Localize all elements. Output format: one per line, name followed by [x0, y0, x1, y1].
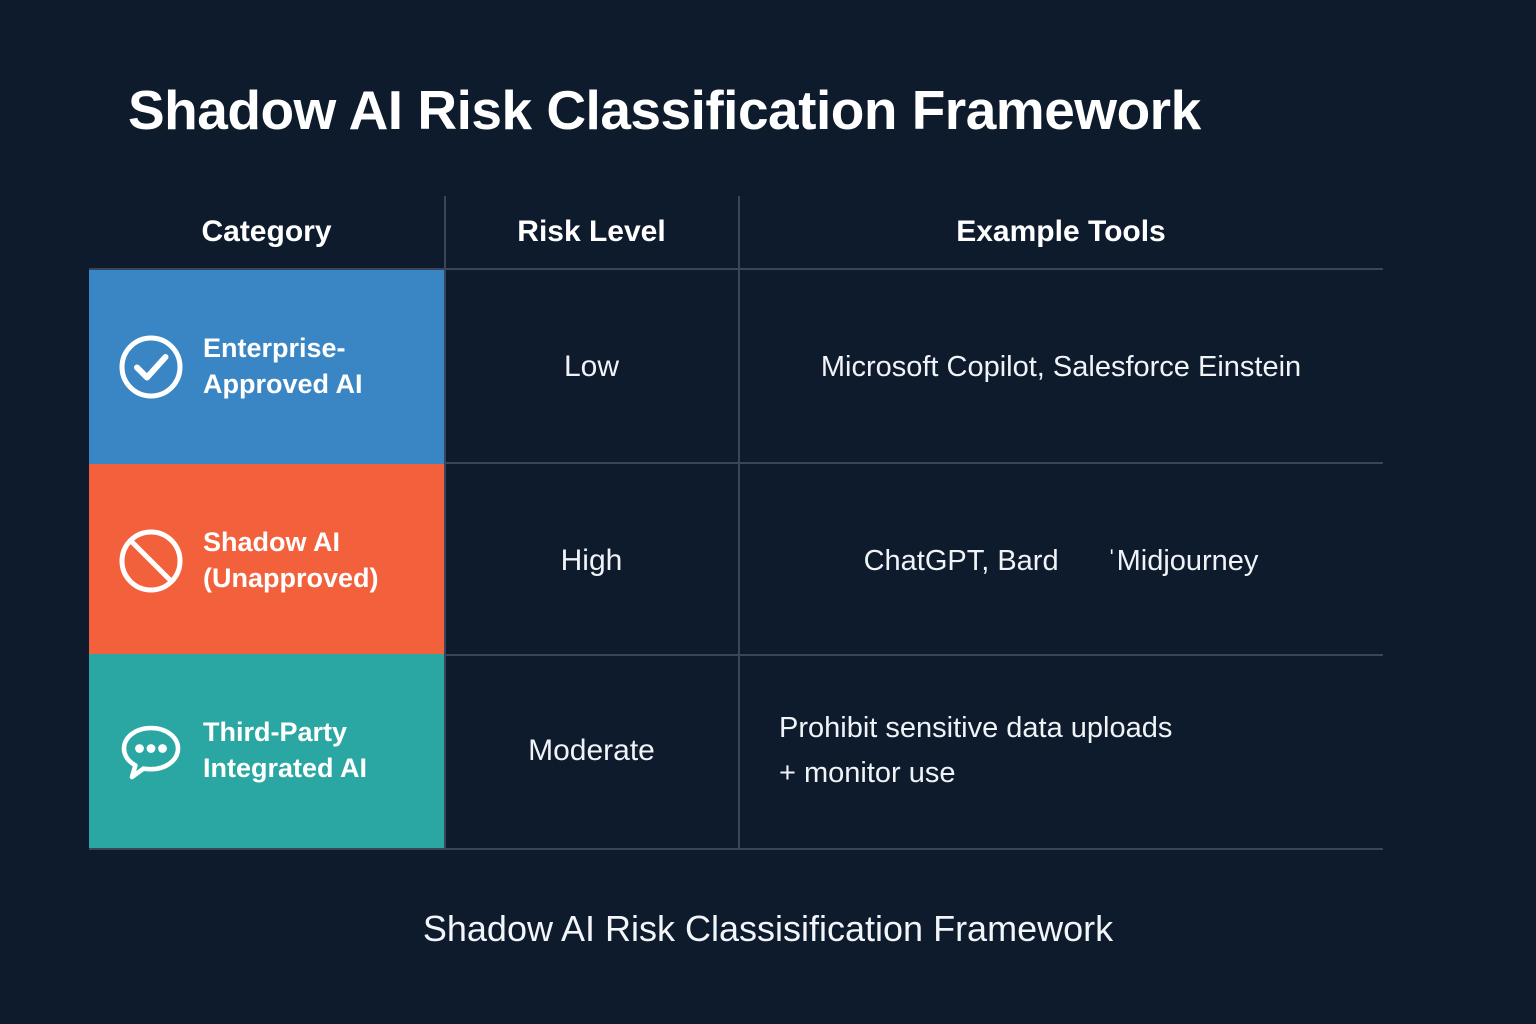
check-circle-icon: [117, 333, 185, 401]
column-divider-2: [738, 196, 740, 849]
example-tools-cell: Microsoft Copilot, Salesforce Einstein: [739, 270, 1383, 464]
example-tools-line: + monitor use: [779, 757, 956, 789]
category-label: Shadow AI (Unapproved): [203, 527, 379, 593]
risk-classification-table: Category Risk Level Example Tools Enterp…: [89, 196, 1383, 850]
row-divider-3: [89, 848, 1383, 850]
category-cell-enterprise-approved: Enterprise- Approved AI: [89, 270, 444, 464]
example-tools-line: ChatGPT, Bard ˈMidjourney: [863, 544, 1259, 577]
category-cell-shadow-ai: Shadow AI (Unapproved): [89, 464, 444, 658]
chat-bubble-dots-icon: [117, 717, 185, 785]
column-header-risk-level: Risk Level: [517, 215, 666, 248]
column-header-example-tools: Example Tools: [956, 215, 1166, 248]
table-row: Third-Party Integrated AI Moderate Prohi…: [89, 654, 1383, 848]
prohibition-icon: [117, 527, 185, 595]
example-tools-cell: ChatGPT, Bard ˈMidjourney: [739, 464, 1383, 658]
column-divider-1: [444, 196, 446, 849]
category-label: Third-Party Integrated AI: [203, 717, 368, 783]
table-row: Shadow AI (Unapproved) High ChatGPT, Bar…: [89, 464, 1383, 658]
risk-level-value: Low: [563, 350, 620, 383]
risk-level-value: Moderate: [528, 734, 655, 767]
example-tools-line: Microsoft Copilot, Salesforce Einstein: [820, 350, 1302, 383]
page-title: Shadow AI Risk Classification Framework: [128, 79, 1201, 141]
header-underline: [89, 268, 1383, 270]
column-header-category: Category: [201, 215, 332, 248]
example-tools-line: Prohibit sensitive data uploads: [779, 712, 1173, 745]
row-divider-2: [89, 654, 1383, 656]
figure-caption: Shadow AI Risk Classisification Framewor…: [422, 908, 1114, 949]
table-row: Enterprise- Approved AI Low Microsoft Co…: [89, 270, 1383, 464]
category-label: Enterprise- Approved AI: [203, 333, 363, 399]
category-cell-third-party: Third-Party Integrated AI: [89, 654, 444, 848]
table-header-row: Category Risk Level Example Tools: [89, 196, 1383, 268]
example-tools-cell: Prohibit sensitive data uploads + monito…: [739, 654, 1383, 848]
row-divider-1: [89, 462, 1383, 464]
risk-level-value: High: [560, 544, 623, 577]
